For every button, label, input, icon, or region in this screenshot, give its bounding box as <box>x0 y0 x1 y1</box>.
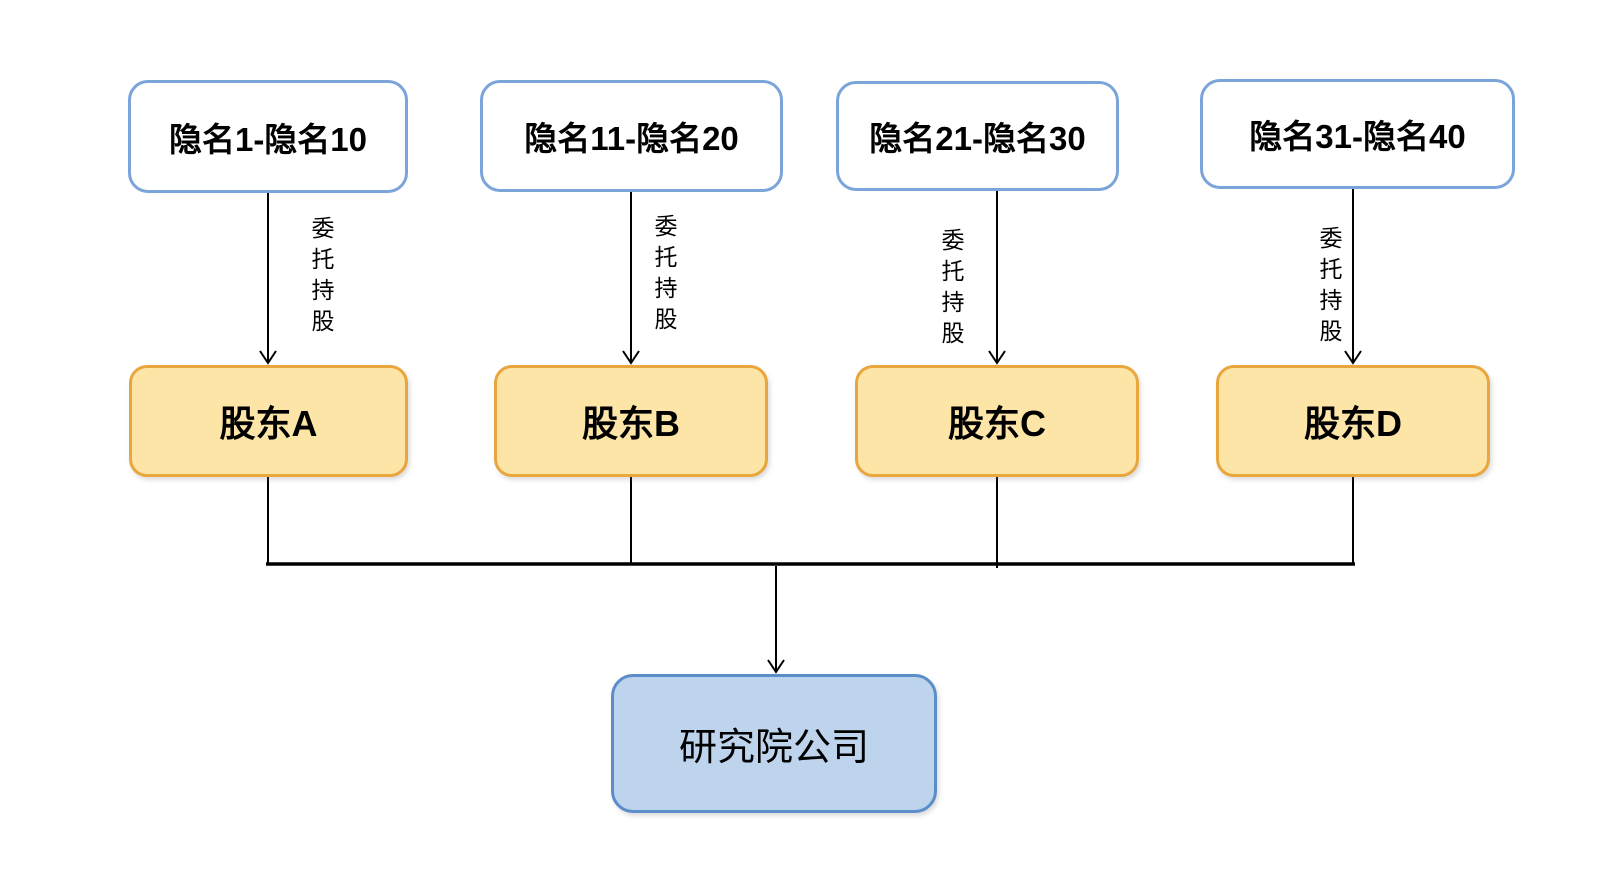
node-anonymous-2: 隐名11-隐名20 <box>480 80 783 192</box>
edge-label-2: 委托持股 <box>651 214 676 338</box>
node-shareholder-b-label: 股东B <box>582 403 680 444</box>
node-shareholder-c-label: 股东C <box>948 403 1046 444</box>
node-shareholder-d: 股东D <box>1216 365 1490 477</box>
node-anonymous-2-label: 隐名11-隐名20 <box>524 120 739 157</box>
node-shareholder-a: 股东A <box>129 365 408 477</box>
edge-label-3: 委托持股 <box>938 228 963 352</box>
node-shareholder-b: 股东B <box>494 365 768 477</box>
node-anonymous-3-label: 隐名21-隐名30 <box>869 120 1086 157</box>
node-anonymous-1-label: 隐名1-隐名10 <box>168 120 368 158</box>
node-anonymous-1: 隐名1-隐名10 <box>128 80 408 193</box>
edge-label-1: 委托持股 <box>308 216 333 340</box>
node-shareholder-a-label: 股东A <box>219 403 318 444</box>
node-company-label: 研究院公司 <box>678 727 869 769</box>
node-anonymous-3: 隐名21-隐名30 <box>836 81 1119 191</box>
node-anonymous-4-label: 隐名31-隐名40 <box>1249 118 1466 155</box>
edge-label-4: 委托持股 <box>1316 226 1341 350</box>
node-company: 研究院公司 <box>611 674 937 813</box>
node-shareholder-c: 股东C <box>855 365 1139 477</box>
node-anonymous-4: 隐名31-隐名40 <box>1200 79 1515 189</box>
node-shareholder-d-label: 股东D <box>1304 403 1402 444</box>
